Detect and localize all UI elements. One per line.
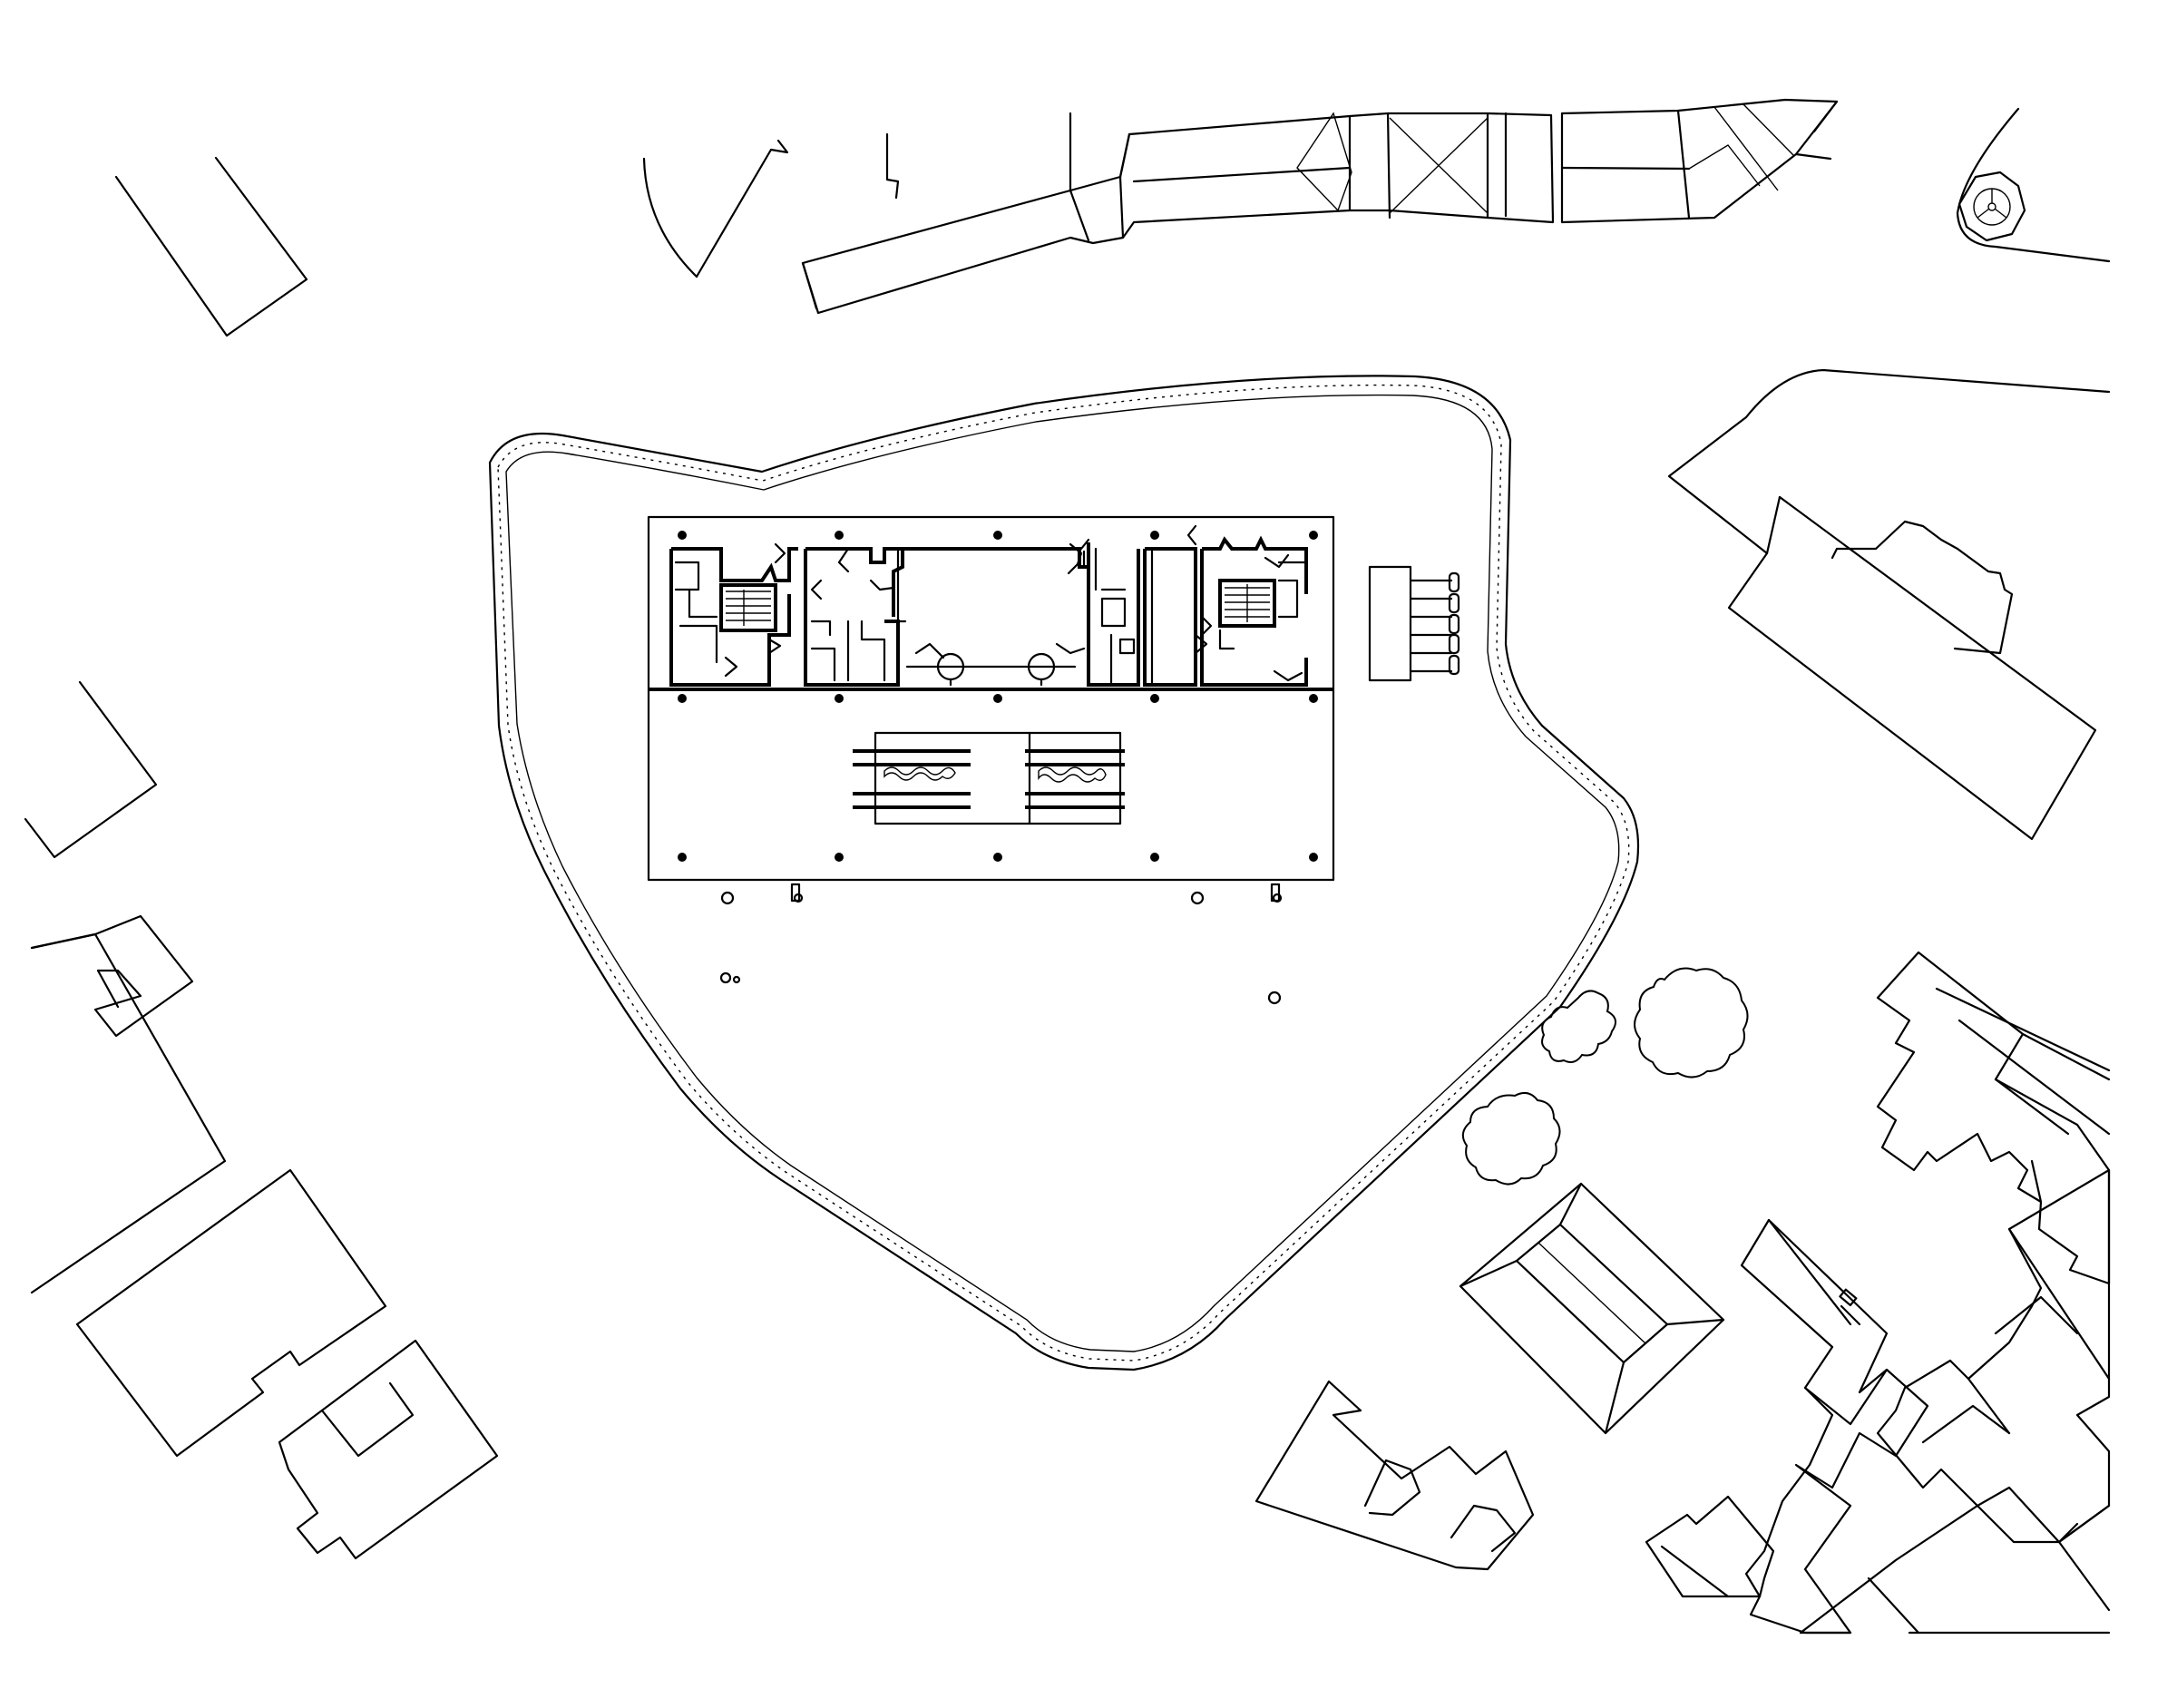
road-edge-top-right (1956, 107, 2111, 263)
main-building-outline (647, 515, 1335, 882)
building-outline-left-mid (24, 680, 158, 859)
east-entrance-steps (1368, 565, 1460, 682)
building-lower-small (1645, 1495, 1775, 1598)
building-left-large (30, 914, 227, 1294)
octagonal-kiosk (1957, 171, 2026, 242)
building-cluster-right (1876, 951, 2111, 1285)
west-service-core (669, 542, 798, 687)
east-corridor (1143, 524, 1208, 687)
long-building-top-row (801, 112, 1555, 315)
column-grid (678, 531, 1318, 862)
site-bollards-and-posts (719, 883, 1283, 1005)
site-plinth (488, 375, 1640, 1371)
tree-cluster (1461, 967, 1749, 1186)
central-service-rooms (804, 547, 904, 687)
building-top-right-curved (1560, 98, 1839, 224)
east-service-core (1200, 535, 1308, 687)
building-left-lower (75, 1168, 387, 1458)
building-small-outline-top (885, 132, 900, 200)
building-cluster-lower-right (1740, 1218, 1929, 1635)
building-large-block-lower-right (1876, 1168, 2111, 1544)
building-left-bottom (278, 1339, 499, 1560)
building-outline-top-left (114, 156, 308, 337)
curved-wall-top (642, 139, 789, 278)
central-hall (896, 538, 1140, 687)
atrium-escalators (853, 731, 1125, 825)
building-right-upper (1667, 368, 2111, 841)
building-bottom-right-edge (1799, 1504, 2111, 1635)
building-lower-center (1254, 1380, 1535, 1571)
building-hip-roof (1459, 1182, 1725, 1435)
